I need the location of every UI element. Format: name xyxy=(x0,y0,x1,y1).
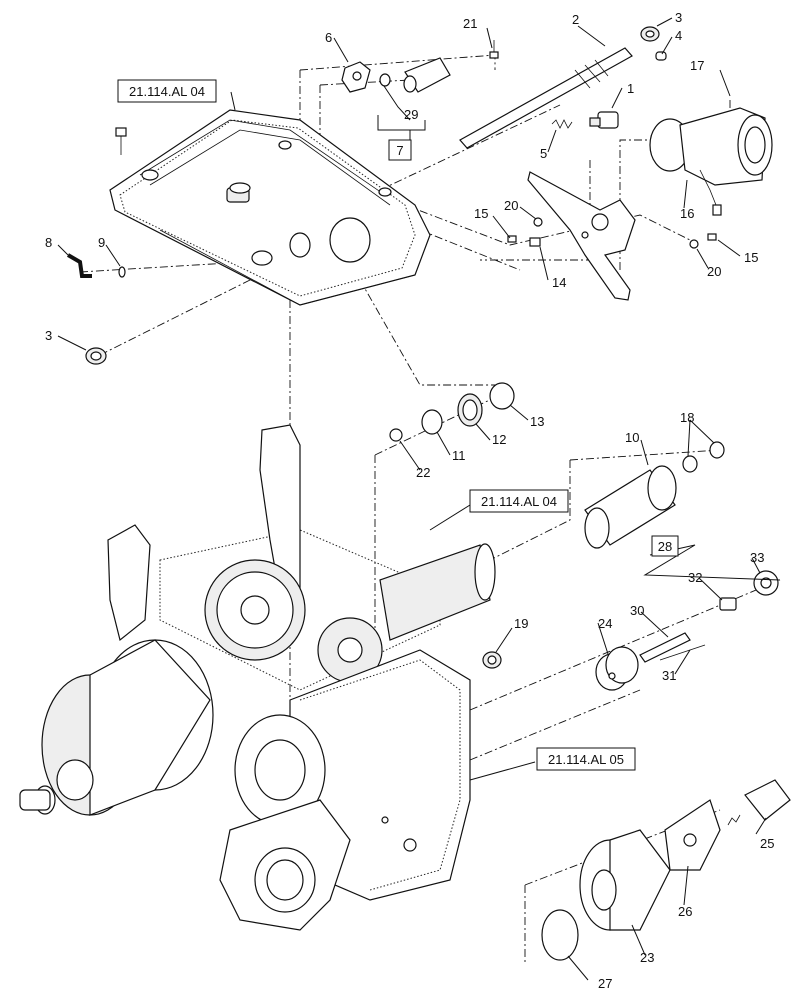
callout-numbers: 1 2 3 3 4 5 6 8 9 10 11 12 13 14 15 15 1… xyxy=(45,10,774,991)
pin-4 xyxy=(655,51,667,61)
callout-13: 13 xyxy=(530,414,544,429)
callout-3-left: 3 xyxy=(45,328,52,343)
cover-housing xyxy=(109,109,431,306)
callout-16: 16 xyxy=(680,206,694,221)
seal-19 xyxy=(482,651,502,669)
washer-3-left xyxy=(85,347,107,365)
reference-label-middle: 21.114.AL 04 xyxy=(469,489,569,513)
ring-13 xyxy=(489,382,515,410)
callout-2: 2 xyxy=(572,12,579,27)
callout-15-left: 15 xyxy=(474,206,488,221)
nut-14 xyxy=(529,237,541,247)
reference-label-lower: 21.114.AL 05 xyxy=(536,747,636,771)
connector-29 xyxy=(403,57,451,93)
callout-6: 6 xyxy=(325,30,332,45)
washer-20-right xyxy=(689,239,699,249)
callout-22: 22 xyxy=(416,465,430,480)
pin-30 xyxy=(639,632,691,663)
callout-19: 19 xyxy=(514,616,528,631)
callout-23: 23 xyxy=(640,950,654,965)
callout-24: 24 xyxy=(598,616,612,631)
reference-text: 21.114.AL 04 xyxy=(481,494,557,509)
sensor-6 xyxy=(341,61,371,93)
callout-number: 7 xyxy=(396,143,403,158)
cover-bolt xyxy=(115,127,127,155)
screw-15-right xyxy=(707,233,717,241)
washer-20-left xyxy=(533,217,543,227)
reference-text: 21.114.AL 05 xyxy=(548,752,624,767)
callout-8: 8 xyxy=(45,235,52,250)
callout-10: 10 xyxy=(625,430,639,445)
coupler-33 xyxy=(753,570,779,596)
callout-3-top: 3 xyxy=(675,10,682,25)
callout-11: 11 xyxy=(452,448,466,463)
callout-17: 17 xyxy=(690,58,704,73)
leader-lines xyxy=(57,17,781,981)
hub-24 xyxy=(595,646,639,691)
plug-1 xyxy=(589,111,619,129)
callout-20-left: 20 xyxy=(504,198,518,213)
key-32 xyxy=(719,597,737,611)
callout-4: 4 xyxy=(675,28,682,43)
spring-5 xyxy=(551,119,573,129)
lever-14 xyxy=(527,171,636,301)
callout-31: 31 xyxy=(662,668,676,683)
shim-12 xyxy=(457,393,483,427)
callout-29: 29 xyxy=(404,107,418,122)
callout-9: 9 xyxy=(98,235,105,250)
callout-18: 18 xyxy=(680,410,694,425)
boxed-callout-28: 28 xyxy=(651,535,679,557)
shift-shaft xyxy=(459,47,633,149)
callout-20-right: 20 xyxy=(707,264,721,279)
callout-33: 33 xyxy=(750,550,764,565)
callout-30: 30 xyxy=(630,603,644,618)
callout-14: 14 xyxy=(552,275,566,290)
sleeve-10 xyxy=(584,465,677,549)
snap-ring-18a xyxy=(682,455,698,473)
callout-15-right: 15 xyxy=(744,250,758,265)
pin-31 xyxy=(659,644,706,661)
boxed-callout-7: 7 xyxy=(388,139,412,161)
screw-15-left xyxy=(507,235,517,243)
washer-3-top xyxy=(640,26,660,42)
callout-1: 1 xyxy=(627,81,634,96)
callout-21: 21 xyxy=(463,16,477,31)
snap-ring-18b xyxy=(709,441,725,459)
reference-label-top: 21.114.AL 04 xyxy=(117,79,217,103)
elbow-fitting-8 xyxy=(66,253,92,278)
callout-5: 5 xyxy=(540,146,547,161)
callout-32: 32 xyxy=(688,570,702,585)
bracket-26 xyxy=(664,799,721,871)
callout-number: 28 xyxy=(658,539,672,554)
screw-21 xyxy=(489,40,499,59)
callout-27: 27 xyxy=(598,976,612,991)
valve-25 xyxy=(727,779,791,826)
ring-9 xyxy=(118,266,126,278)
reference-text: 21.114.AL 04 xyxy=(129,84,205,99)
callout-25: 25 xyxy=(760,836,774,851)
actuator-16 xyxy=(649,107,773,216)
callout-26: 26 xyxy=(678,904,692,919)
ring-22 xyxy=(389,428,403,442)
transmission-case xyxy=(19,424,496,931)
callout-12: 12 xyxy=(492,432,506,447)
housing-23 xyxy=(579,829,671,931)
o-ring-29 xyxy=(379,73,391,87)
ring-27 xyxy=(541,909,579,961)
snap-ring-11 xyxy=(421,409,443,435)
